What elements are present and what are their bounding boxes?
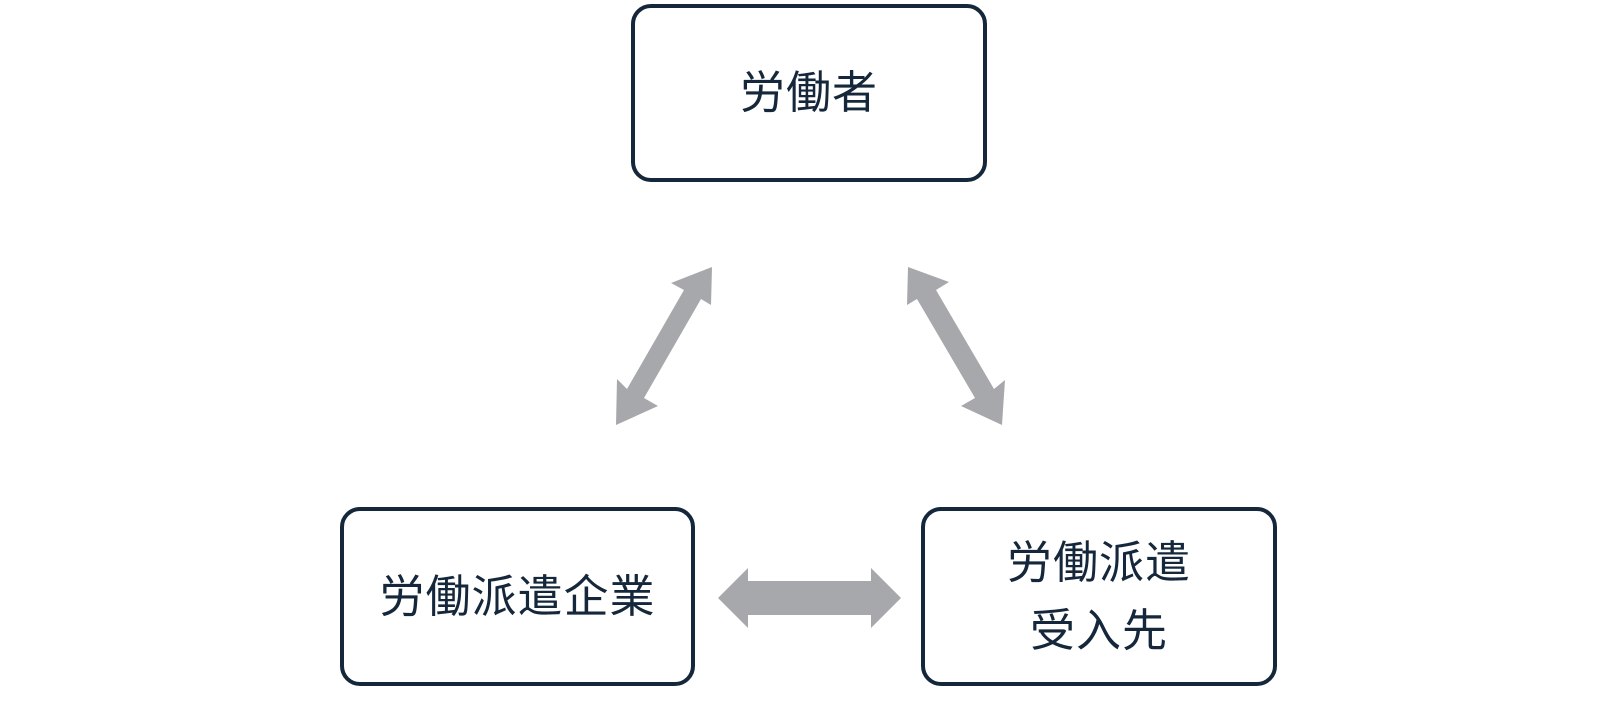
node-dispatch-client-line-2: 受入先 bbox=[1029, 603, 1168, 657]
node-dispatch-client-line-1: 労働派遣 bbox=[1006, 536, 1191, 589]
node-dispatch-client: 労働派遣 受入先 bbox=[921, 507, 1277, 686]
arrow-agency-worker bbox=[616, 267, 712, 425]
arrow-agency-client bbox=[718, 568, 901, 628]
node-worker-label: 労働者 bbox=[739, 66, 878, 120]
arrow-worker-client bbox=[907, 267, 1005, 425]
node-dispatch-agency: 労働派遣企業 bbox=[340, 507, 695, 686]
node-dispatch-agency-label: 労働派遣企業 bbox=[379, 569, 656, 623]
node-worker: 労働者 bbox=[631, 4, 987, 182]
